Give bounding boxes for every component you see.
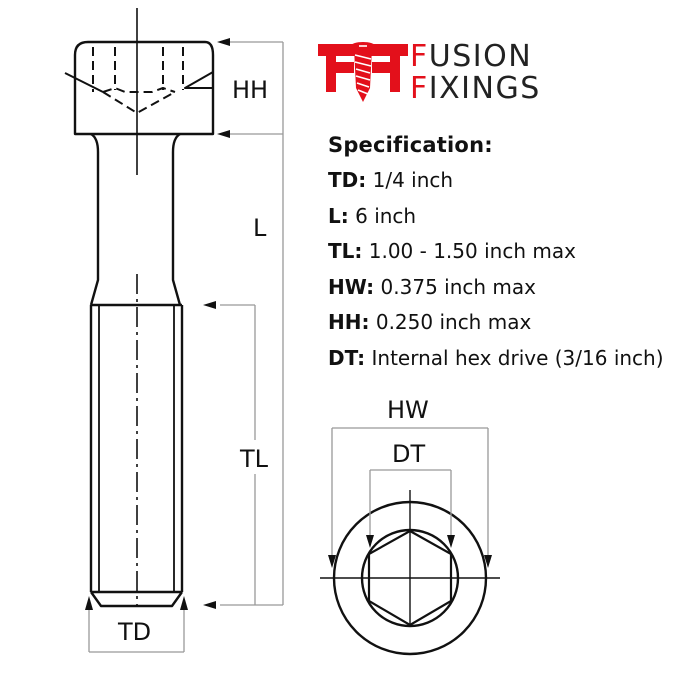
label-td: TD [117, 618, 151, 646]
brand-word-ixings: IXINGS [428, 71, 541, 106]
spec-key: HH: [328, 310, 370, 334]
brand-name-line2: FIXINGS [410, 74, 541, 104]
specification-panel: Specification: TD: 1/4 inch L: 6 inch TL… [328, 128, 664, 376]
ff-screw-logo-icon [318, 42, 408, 102]
specification-title: Specification: [328, 133, 493, 157]
spec-value: 0.375 inch max [374, 274, 536, 299]
spec-key: L: [328, 203, 349, 228]
spec-key: TD: [328, 168, 367, 192]
spec-row-l: L: 6 inch [328, 199, 664, 235]
end-view-dimensions [331, 427, 489, 565]
spec-row-dt: DT: Internal hex drive (3/16 inch) [328, 341, 664, 377]
spec-row-tl: TL: 1.00 - 1.50 inch max [328, 234, 664, 270]
side-view-dimensions [88, 41, 284, 653]
bolt-end-view [320, 490, 500, 656]
end-view-arrows [328, 535, 492, 568]
brand-name-line1: FUSION [410, 42, 532, 72]
label-l: L [253, 214, 267, 242]
spec-value: 1.00 - 1.50 inch max [362, 239, 576, 263]
brand-logo: FUSION FIXINGS [318, 40, 578, 104]
spec-value: 1/4 inch [366, 168, 454, 192]
label-hh: HH [232, 76, 268, 104]
label-dt: DT [392, 440, 425, 468]
brand-initial-f2: F [410, 71, 429, 106]
spec-value: 6 inch [348, 203, 417, 228]
dimension-arrows [85, 38, 230, 610]
spec-value: 0.250 inch max [369, 310, 532, 334]
spec-row-hh: HH: 0.250 inch max [328, 305, 664, 341]
spec-value: Internal hex drive (3/16 inch) [365, 345, 664, 370]
spec-key: TL: [328, 239, 363, 263]
label-tl: TL [239, 445, 269, 473]
spec-key: HW: [328, 274, 375, 299]
bolt-shank-outline [89, 132, 182, 306]
brand-initial-f1: F [410, 39, 429, 74]
bolt-head-outline [73, 40, 215, 136]
spec-key: DT: [328, 345, 366, 370]
spec-row-td: TD: 1/4 inch [328, 163, 664, 199]
bolt-side-view [64, 8, 215, 608]
brand-word-usion: USION [428, 39, 533, 74]
label-hw: HW [387, 396, 429, 424]
spec-row-hw: HW: 0.375 inch max [328, 270, 664, 306]
